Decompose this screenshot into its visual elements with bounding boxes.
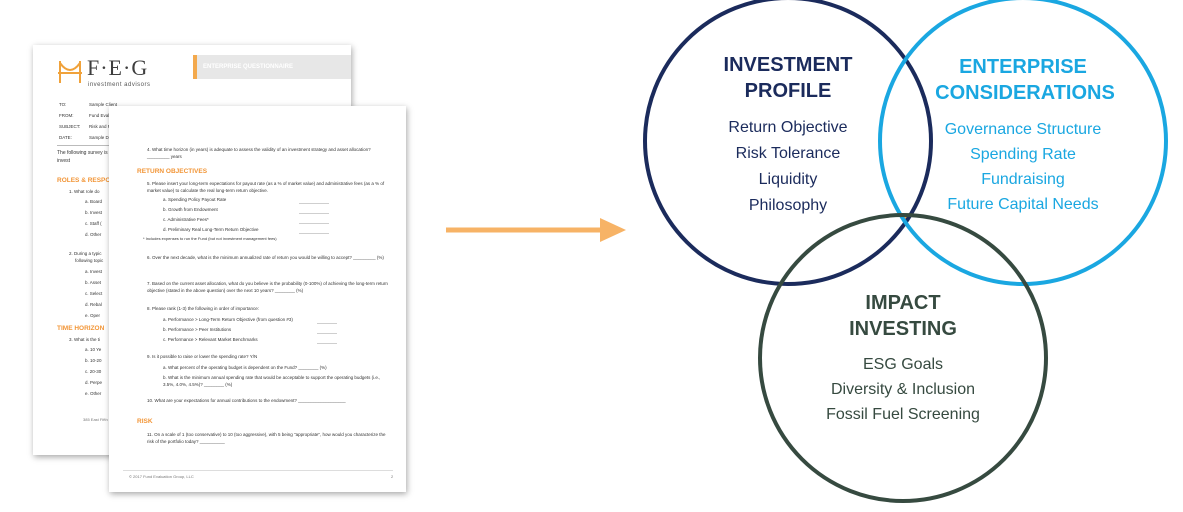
- question-9-item: a. What percent of the operating budget …: [163, 365, 327, 370]
- back-line: b. 10-20: [85, 358, 102, 363]
- back-line: c. 20-30: [85, 369, 102, 374]
- circle-title: ENTERPRISE: [959, 56, 1087, 78]
- question-5-item: c. Administrative Fees*: [163, 217, 209, 222]
- enterprise-considerations-circle: [878, 0, 1168, 286]
- circle-item: Return Objective: [728, 119, 847, 136]
- circle-title: INVESTING: [849, 318, 957, 340]
- circle-item: Liquidity: [759, 171, 818, 188]
- circle-title: IMPACT: [865, 292, 940, 314]
- back-line: following topic: [75, 258, 104, 263]
- circle-item: Philosophy: [749, 197, 827, 214]
- answer-blank: [299, 223, 329, 224]
- question-5-note: * Includes expenses to run the Fund (but…: [143, 236, 277, 241]
- back-line: 1. What role do: [69, 189, 100, 194]
- back-line: d. Other: [85, 232, 102, 237]
- question-8-item: a. Performance > Long-Term Return Object…: [163, 317, 293, 322]
- answer-blank: [317, 323, 337, 324]
- question-8-item: b. Performance > Peer Institutions: [163, 327, 232, 332]
- circle-item: Spending Rate: [970, 146, 1076, 163]
- circle-item: Risk Tolerance: [736, 145, 841, 162]
- circle-item: Diversity & Inclusion: [831, 381, 975, 398]
- question-10: 10. What are your expectations for annua…: [147, 398, 346, 403]
- circle-item: Future Capital Needs: [947, 196, 1098, 213]
- question-9: 9. Is it possible to raise or lower the …: [147, 354, 258, 359]
- back-line: 3. What is the ti: [69, 337, 101, 342]
- feg-logo: F·E·G investment advisors: [57, 55, 167, 95]
- questionnaire-front-page: 4. What time horizon (in years) is adequ…: [109, 106, 406, 492]
- right-arrow-icon: [446, 218, 626, 242]
- bridge-icon: [58, 61, 82, 83]
- answer-blank: [299, 203, 329, 204]
- memo-key: TO:: [59, 102, 67, 107]
- circle-item: Governance Structure: [945, 121, 1102, 138]
- question-5-item: d. Preliminary Real Long-Term Return Obj…: [163, 227, 259, 232]
- logo-text: F·E·G: [87, 55, 149, 80]
- back-line: e. Other: [85, 391, 102, 396]
- impact-investing-circle: [758, 213, 1048, 503]
- document-banner: ENTERPRISE QUESTIONNAIRE: [193, 55, 351, 79]
- back-line: b. Asset: [85, 280, 102, 285]
- page-number: 2: [391, 474, 394, 479]
- circle-item: Fundraising: [981, 171, 1065, 188]
- question-5: 5. Please insert your long-term expectat…: [147, 181, 385, 193]
- memo-key: SUBJECT:: [59, 124, 81, 129]
- memo-key: FROM:: [59, 113, 74, 118]
- back-line: c. Select: [85, 291, 103, 296]
- memo-key: DATE:: [59, 135, 72, 140]
- answer-blank: [299, 233, 329, 234]
- question-4: 4. What time horizon (in years) is adequ…: [147, 147, 371, 159]
- logo-subtitle: investment advisors: [88, 82, 151, 88]
- circle-title: CONSIDERATIONS: [935, 82, 1115, 104]
- section-heading-risk: RISK: [137, 418, 153, 425]
- answer-blank: [317, 343, 337, 344]
- question-9-item: b. What is the minimum annual spending r…: [163, 375, 381, 387]
- investment-profile-circle: [643, 0, 933, 286]
- circle-title: PROFILE: [745, 80, 832, 102]
- question-8: 8. Please rank (1-3) the following in or…: [147, 306, 260, 311]
- circle-item: ESG Goals: [863, 356, 943, 373]
- question-7: 7. Based on the current asset allocation…: [147, 281, 388, 293]
- intro-text: The following survey is formulating an i…: [57, 150, 141, 164]
- back-line: 2. During a typic: [69, 251, 102, 256]
- front-footer: © 2017 Fund Evaluation Group, LLC: [129, 474, 194, 479]
- back-line: a. Board: [85, 199, 103, 204]
- footer-rule: [123, 470, 393, 471]
- question-8-item: c. Performance > Relevant Market Benchma…: [163, 337, 258, 342]
- section-heading-return-objectives: RETURN OBJECTIVES: [137, 168, 208, 175]
- back-footer: 385 East Fifth: [83, 417, 108, 422]
- answer-blank: [317, 333, 337, 334]
- section-heading-time-horizon: TIME HORIZON: [57, 325, 105, 332]
- section-heading-roles: ROLES & RESPO: [57, 177, 111, 184]
- question-5-item: b. Growth from Endowment: [163, 207, 218, 212]
- memo-value: Sample Date: [89, 135, 116, 140]
- circle-title: INVESTMENT: [724, 54, 853, 76]
- question-5-item: a. Spending Policy Payout Rate: [163, 197, 227, 202]
- back-line: a. 10 Ye: [85, 347, 102, 352]
- question-6: 6. Over the next decade, what is the min…: [147, 255, 384, 260]
- back-line: e. Oper: [85, 313, 101, 318]
- back-line: d. Perpe: [85, 380, 103, 385]
- back-line: d. Rebal: [85, 302, 102, 307]
- answer-blank: [299, 213, 329, 214]
- back-line: c. Staff (: [85, 221, 102, 226]
- circle-item: Fossil Fuel Screening: [826, 406, 980, 423]
- memo-value: Sample Client: [89, 102, 118, 107]
- back-line: b. Invest: [85, 210, 103, 215]
- question-11: 11. On a scale of 1 (too conservative) t…: [147, 432, 386, 444]
- back-line: a. Invest: [85, 269, 103, 274]
